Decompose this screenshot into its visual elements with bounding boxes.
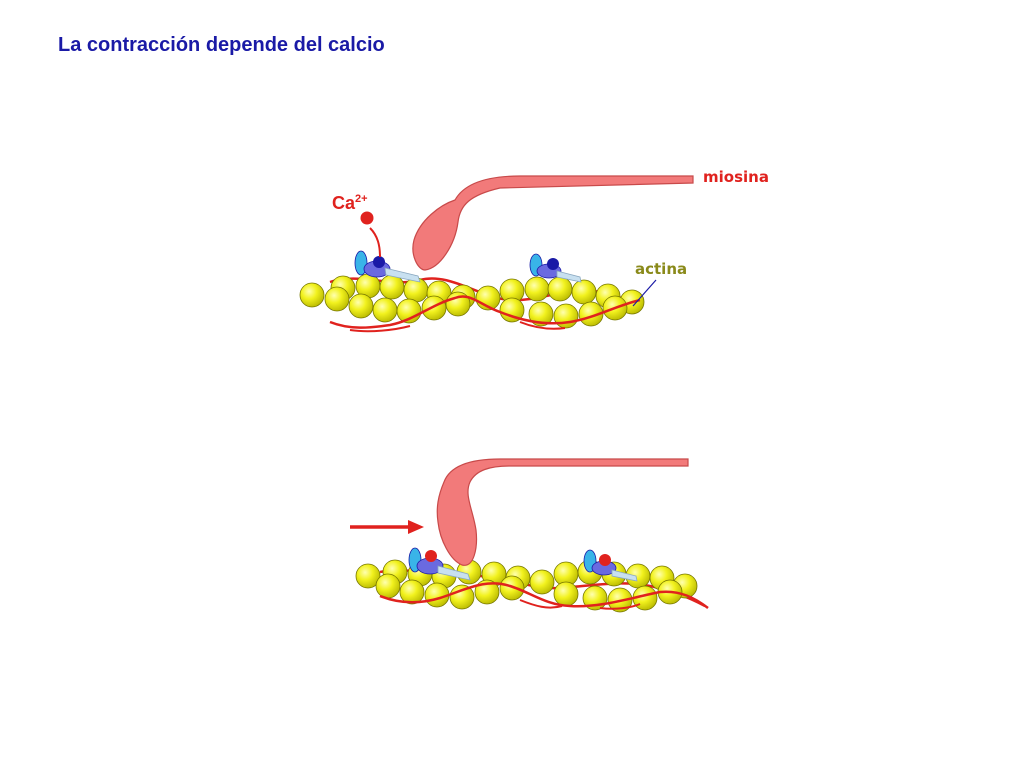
miosina-label: miosina (703, 168, 769, 186)
myosin-head-bottom (436, 458, 689, 566)
troponin-complex-2 (529, 253, 582, 283)
myosin-head-top (412, 175, 694, 271)
troponin-complex-1 (354, 250, 421, 283)
actina-label: actina (635, 260, 687, 278)
tropomyosin-strand-front-2 (349, 321, 566, 333)
panel-relaxed: Ca2+ miosina actina (299, 168, 769, 333)
tropomyosin-strand-front-4 (519, 599, 641, 610)
troponin-complex-4 (583, 549, 638, 582)
panel-contracted (350, 458, 709, 613)
calcium-ion-free (360, 211, 374, 225)
calcium-label: Ca2+ (332, 193, 368, 213)
tropomyosin-strand-front-3 (379, 582, 709, 609)
actina-pointer-line (632, 279, 657, 307)
troponin-complex-3 (408, 547, 471, 581)
actin-filament-top (299, 273, 645, 329)
slide-title: La contracción depende del calcio (58, 34, 385, 56)
actin-filament-bottom (355, 559, 698, 613)
calcium-path-arrow (369, 227, 381, 258)
right-arrow-icon (350, 520, 424, 534)
tropomyosin-strand-front (329, 295, 641, 329)
